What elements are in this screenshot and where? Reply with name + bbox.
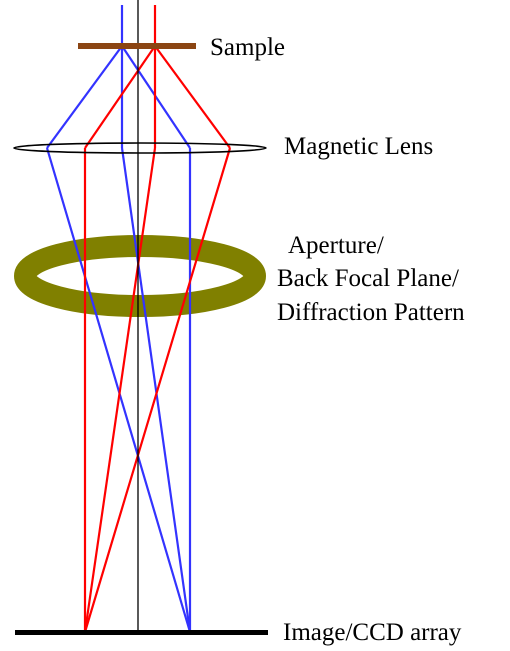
magnetic-lens [13, 142, 267, 154]
back-focal-plane-label: Back Focal Plane/ [277, 265, 459, 292]
magnetic-lens-label: Magnetic Lens [284, 133, 434, 160]
image-ccd-array-label: Image/CCD array [283, 619, 462, 646]
sample-bar [78, 43, 196, 49]
sample-label: Sample [210, 34, 285, 61]
blue-ray-left [46, 45, 123, 149]
red-ray-right [154, 45, 231, 149]
red-ray-right-refracted [83, 147, 232, 633]
blue-ray-center-refracted [120, 147, 192, 633]
red-rays [83, 5, 232, 633]
red-ray-left [84, 45, 156, 149]
red-ray-center-refracted [83, 147, 157, 633]
aperture-label: Aperture/ [288, 232, 384, 259]
blue-ray-left-refracted [45, 147, 192, 633]
blue-rays [45, 5, 192, 633]
detector-bar [15, 630, 268, 635]
diffraction-pattern-label: Diffraction Pattern [277, 299, 465, 326]
